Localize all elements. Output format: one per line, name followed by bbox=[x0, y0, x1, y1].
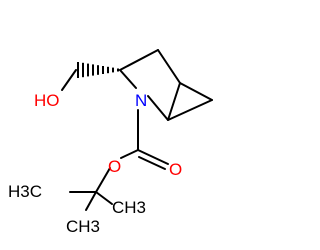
molecule-diagram: HO N O O H3C CH3 CH3 bbox=[8, 49, 213, 236]
bond-carbonyl-double-b bbox=[138, 156, 166, 170]
bond-ch2-oh bbox=[61, 69, 77, 91]
bond-n-c3 bbox=[119, 69, 137, 89]
bond-cq-me-top bbox=[85, 191, 97, 211]
carbonyl-oxygen-label: O bbox=[169, 160, 182, 179]
ring-nitrogen-label: N bbox=[135, 91, 147, 110]
methyl-left-label: H3C bbox=[8, 182, 42, 201]
bond-c3-c4 bbox=[119, 49, 159, 71]
methyl-right-label: CH3 bbox=[112, 198, 146, 217]
bond-c5-c1 bbox=[167, 82, 181, 121]
hashed-wedge-bond bbox=[77, 62, 119, 78]
bond-c6-c1 bbox=[167, 99, 213, 121]
bond-c1-n bbox=[147, 95, 169, 121]
bond-oether-cq bbox=[95, 167, 111, 193]
atom-labels: HO N O O H3C CH3 CH3 bbox=[8, 91, 182, 236]
bond-c4-c5 bbox=[157, 49, 181, 84]
bond-carbonyl-double-a bbox=[137, 149, 169, 165]
bonds bbox=[61, 49, 213, 211]
bond-carbonyl-oether bbox=[120, 149, 139, 159]
bond-c5-c6 bbox=[179, 82, 213, 101]
methyl-top-label: CH3 bbox=[66, 217, 100, 236]
hydroxyl-label: HO bbox=[34, 91, 60, 110]
bond-cq-me-right bbox=[95, 191, 113, 205]
ether-oxygen-label: O bbox=[108, 157, 121, 176]
